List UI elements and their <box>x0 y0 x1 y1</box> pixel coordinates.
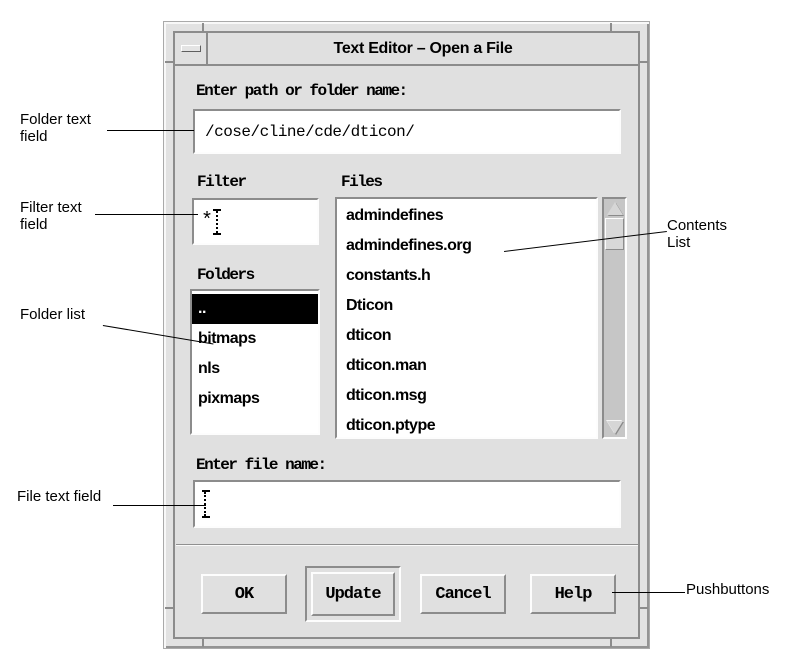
file-list-item[interactable]: dticon.msg <box>346 387 427 404</box>
files-scrollbar[interactable] <box>602 197 627 439</box>
path-input[interactable]: /cose/cline/cde/dticon/ <box>193 109 621 154</box>
folder-list-item[interactable]: nls <box>198 360 220 377</box>
folders-label: Folders <box>197 266 255 284</box>
callout-text: Contents <box>667 217 728 234</box>
titlebar[interactable]: Text Editor – Open a File <box>175 33 638 66</box>
callout-text: Folder text <box>20 111 91 128</box>
file-list-item[interactable]: dticon <box>346 327 392 344</box>
update-default-ring: Update <box>305 566 401 622</box>
callout-text: field <box>20 216 48 233</box>
file-list-item[interactable]: Dticon <box>346 297 393 314</box>
file-list-item[interactable]: dticon.man <box>346 357 427 374</box>
dialog-client-area: Enter path or folder name: /cose/cline/c… <box>175 66 638 637</box>
callout-pushbuttons: Pushbuttons <box>686 581 769 598</box>
folder-list-item[interactable]: .. <box>192 294 318 324</box>
path-label: Enter path or folder name: <box>196 82 408 100</box>
frame-notch <box>202 23 204 31</box>
update-button[interactable]: Update <box>311 572 395 616</box>
frame-notch <box>202 639 204 647</box>
folders-list[interactable]: .. bitmaps nls pixmaps <box>190 289 320 435</box>
leader-line-pushbuttons <box>612 592 685 593</box>
filter-label: Filter <box>197 173 247 191</box>
frame-notch <box>640 61 648 63</box>
leader-line-folder-text <box>107 130 194 131</box>
frame-notch <box>165 61 173 63</box>
filter-input[interactable]: * <box>192 198 319 245</box>
callout-text: field <box>20 128 48 145</box>
scrollbar-thumb[interactable] <box>605 218 624 250</box>
callout-text: Filter text <box>20 199 82 216</box>
folder-list-item[interactable]: pixmaps <box>198 390 260 407</box>
window-title: Text Editor – Open a File <box>333 39 513 57</box>
file-list-item[interactable]: dticon.ptype <box>346 417 436 434</box>
text-cursor-icon <box>201 490 210 518</box>
callout-text: Pushbuttons <box>686 581 770 598</box>
callout-file-text-field: File text field <box>17 488 101 505</box>
filename-label: Enter file name: <box>196 456 327 474</box>
filename-input[interactable] <box>193 480 621 528</box>
frame-notch <box>165 607 173 609</box>
callout-filter-text-field: Filter text field <box>20 199 82 233</box>
leader-line-filter-text <box>95 214 198 215</box>
help-button[interactable]: Help <box>530 574 616 614</box>
files-label: Files <box>341 173 383 191</box>
callout-contents-list: Contents List <box>667 217 727 251</box>
text-cursor-icon <box>212 208 222 235</box>
scroll-down-icon[interactable] <box>606 421 623 434</box>
path-input-value: /cose/cline/cde/dticon/ <box>205 122 415 141</box>
window-frame: Text Editor – Open a File Enter path or … <box>173 31 640 639</box>
callout-folder-list: Folder list <box>20 306 85 323</box>
filter-input-value: * <box>201 210 213 233</box>
window-menu-button[interactable] <box>175 33 208 64</box>
callout-text: List <box>667 234 691 251</box>
frame-notch <box>610 23 612 31</box>
frame-notch <box>610 639 612 647</box>
ok-button[interactable]: OK <box>201 574 287 614</box>
window-menu-dash-icon <box>180 45 201 52</box>
callout-text: File text field <box>17 488 102 505</box>
button-separator <box>176 544 638 546</box>
folder-list-item[interactable]: bitmaps <box>198 330 256 347</box>
file-list-item[interactable]: constants.h <box>346 267 431 284</box>
cancel-button[interactable]: Cancel <box>420 574 506 614</box>
open-file-dialog: Text Editor – Open a File Enter path or … <box>163 21 650 649</box>
callout-text: Folder list <box>20 306 86 323</box>
file-list-item[interactable]: admindefines.org <box>346 237 472 254</box>
frame-notch <box>640 607 648 609</box>
scroll-up-icon[interactable] <box>606 202 623 215</box>
file-list-item[interactable]: admindefines <box>346 207 444 224</box>
leader-line-file-text <box>113 505 206 506</box>
callout-folder-text-field: Folder text field <box>20 111 91 145</box>
